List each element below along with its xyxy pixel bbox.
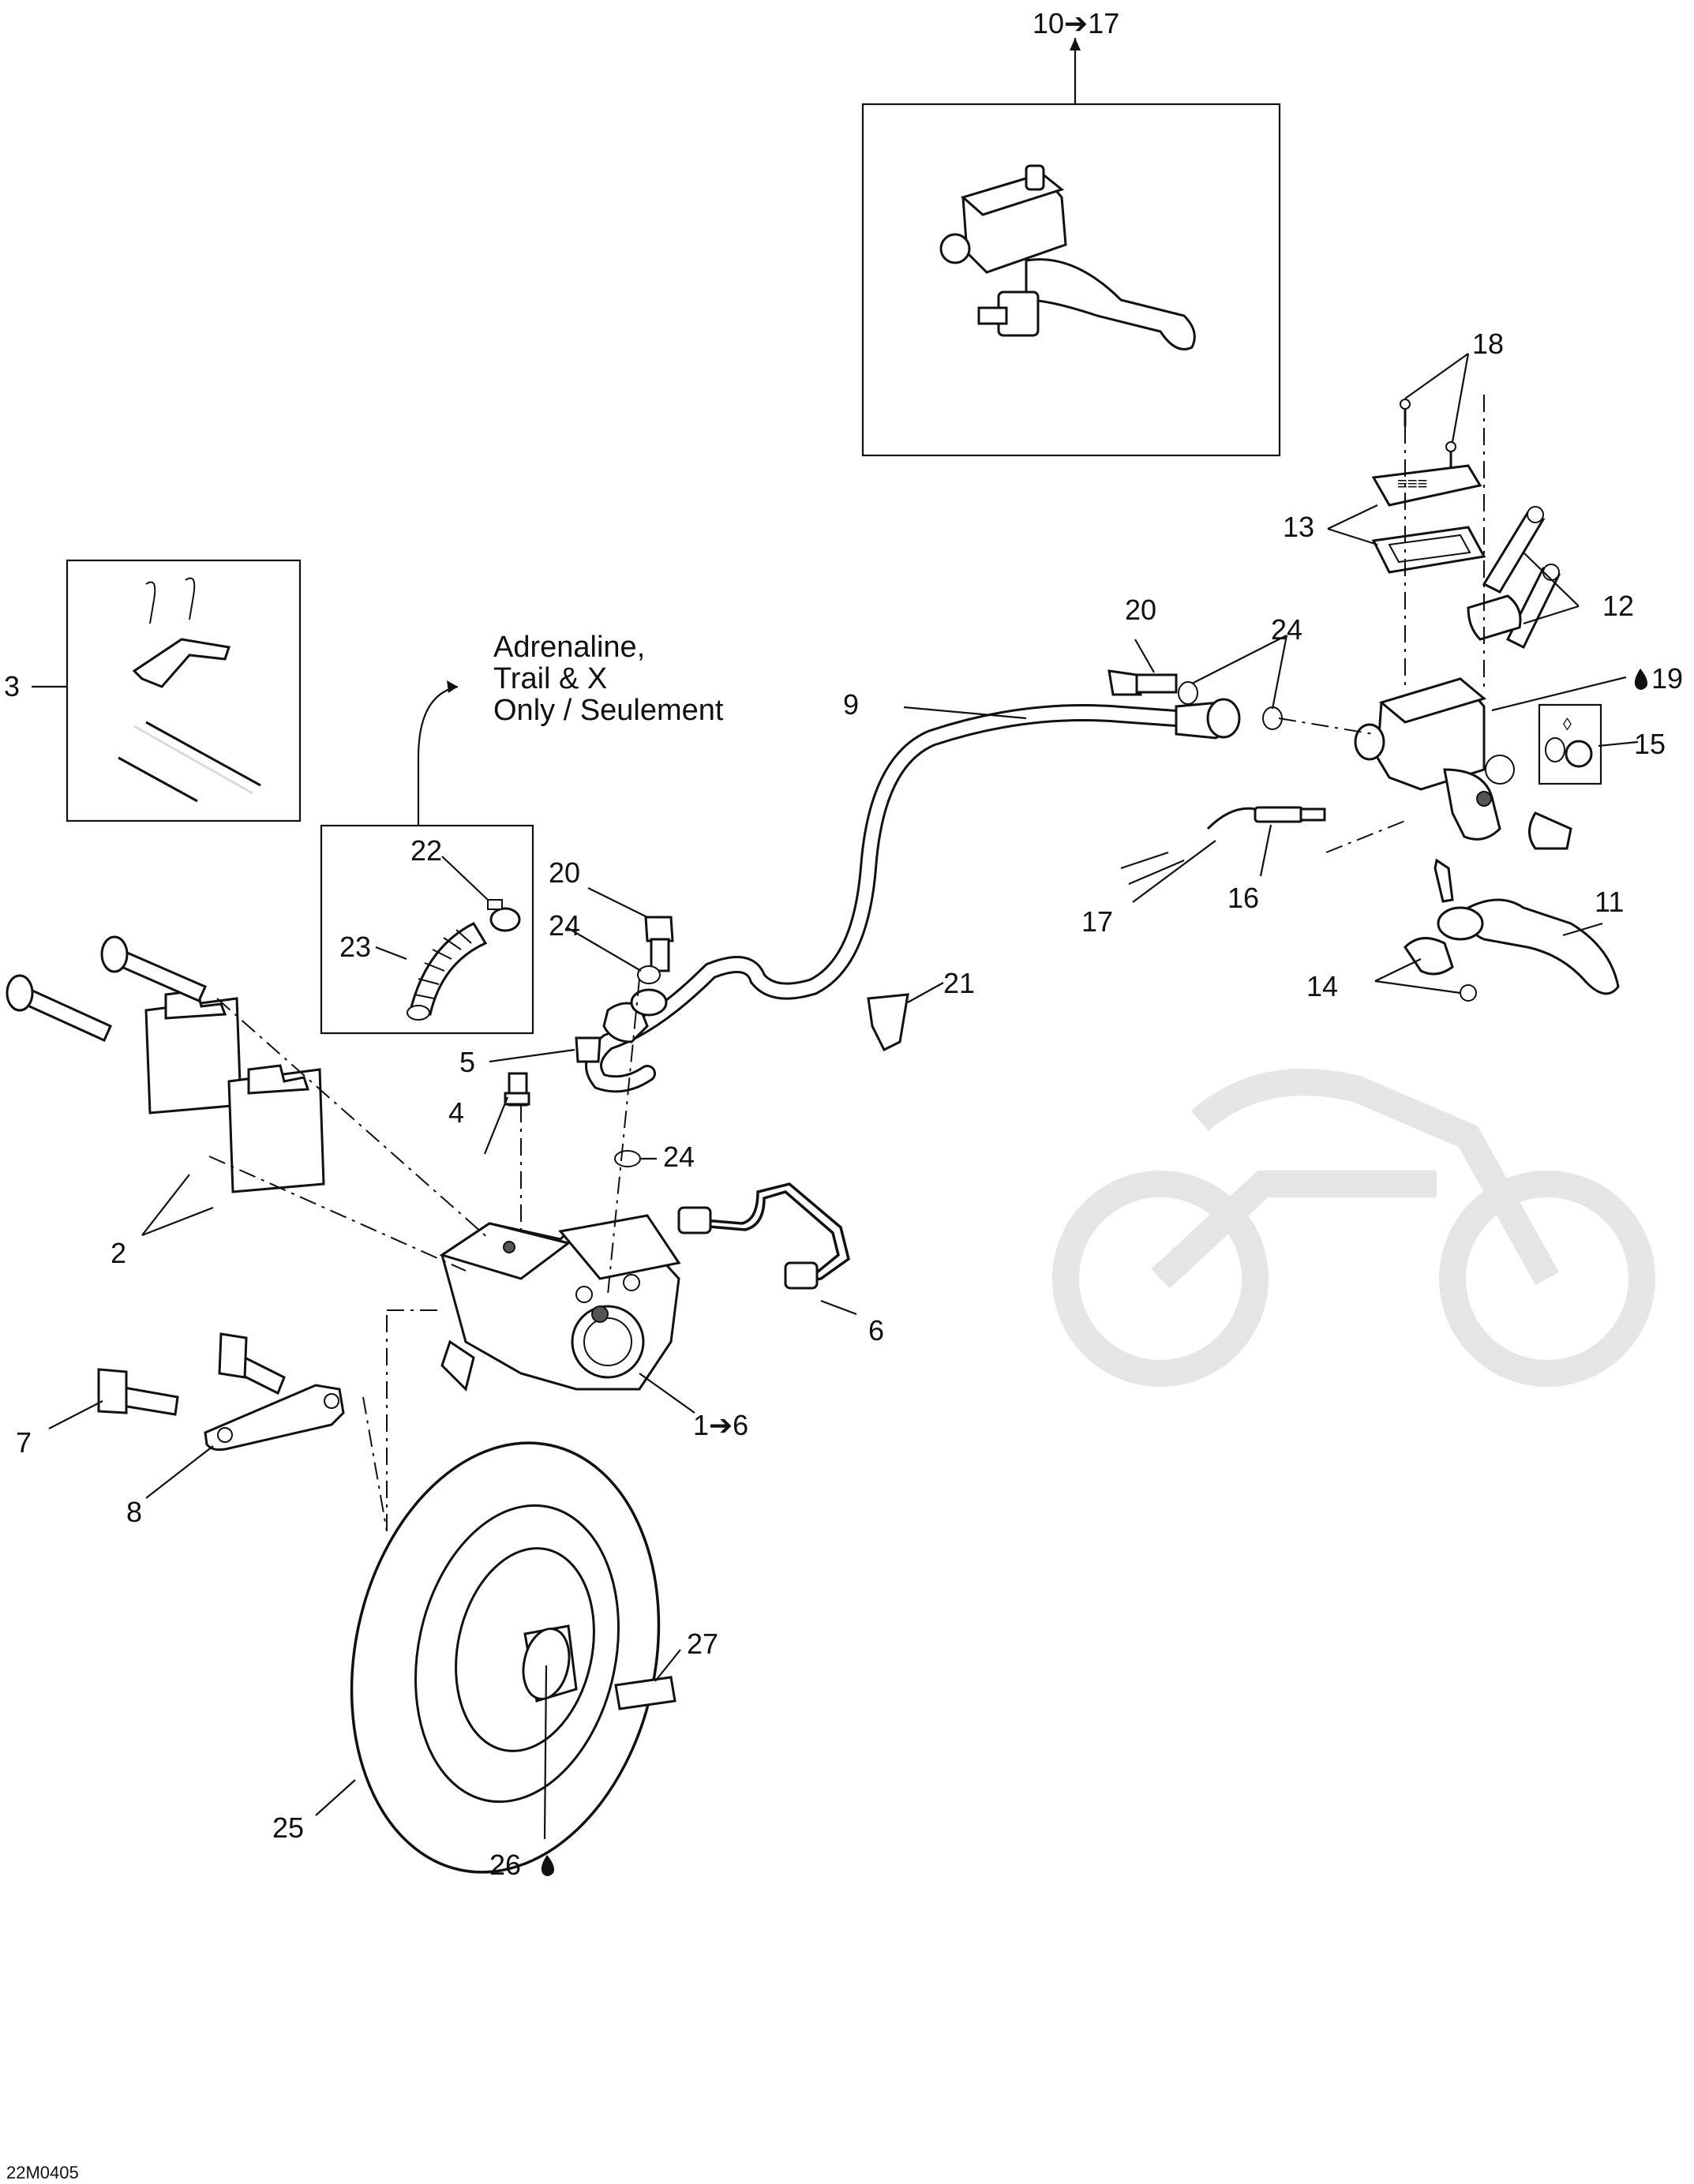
label-13: 13 — [1283, 511, 1314, 543]
tab-lock-8-icon — [204, 1384, 345, 1452]
label-21: 21 — [943, 967, 975, 999]
plug-mark: ◊ — [1563, 714, 1572, 734]
drawing-code: 22M0405 — [6, 2163, 79, 2182]
hose-clamp-icon — [487, 899, 521, 932]
master-cylinder-assembly-box — [861, 38, 1281, 457]
caliper-body-icon — [439, 1214, 681, 1392]
banjo-bolt-20-lower-icon — [614, 916, 674, 1167]
brake-disc-25-icon — [350, 1441, 661, 1874]
label-20-lower: 20 — [549, 856, 580, 889]
label-3: 3 — [4, 670, 20, 702]
reservoir-diaphragm-icon — [1371, 526, 1486, 574]
plug-15-icon: ◊ — [1538, 703, 1602, 785]
clamp-bolts-12-icon — [1467, 506, 1561, 650]
label-6: 6 — [868, 1314, 884, 1347]
label-14: 14 — [1306, 970, 1338, 1002]
oil-drop-icon — [541, 1855, 554, 1876]
label-2: 2 — [111, 1237, 126, 1269]
label-11: 11 — [1595, 886, 1624, 918]
watermark-motorcycle-icon — [1052, 1069, 1655, 1387]
leader-lines — [48, 353, 1639, 1840]
label-26: 26 — [489, 1849, 521, 1881]
label-25: 25 — [272, 1811, 304, 1844]
oil-drop-icon — [1634, 669, 1647, 690]
label-4: 4 — [448, 1096, 464, 1129]
master-cylinder-complete-icon — [939, 164, 1196, 350]
cover-screws-18-icon — [1400, 399, 1456, 467]
bleeder-cap-5-icon — [575, 1036, 602, 1063]
callout-labels: 10➔17 18 13 12 20 24 19 9 15 3 16 17 11 … — [4, 7, 1683, 1881]
watermark — [1052, 1069, 1655, 1387]
label-17: 17 — [1081, 905, 1113, 938]
label-18: 18 — [1472, 328, 1504, 360]
label-12: 12 — [1602, 590, 1634, 622]
boot-icon — [1528, 811, 1572, 850]
brake-lever-11-icon — [1404, 858, 1620, 1002]
bolt-7-icon — [97, 1332, 286, 1416]
cover-print: ≡≡≡ — [1397, 474, 1428, 493]
brake-switch-16-icon — [1120, 806, 1326, 886]
box-22-23-hose-clamp — [320, 680, 534, 1035]
label-19: 19 — [1651, 662, 1683, 695]
pad-pins-icon — [6, 935, 207, 1042]
label-27: 27 — [687, 1628, 718, 1660]
label-top-assembly: 10➔17 — [1033, 7, 1119, 39]
caliper-crossover-tube-6-icon — [677, 1182, 850, 1290]
brake-pads-2-icon — [144, 989, 325, 1193]
note-line-2: Trail & X — [493, 662, 607, 695]
model-note: Adrenaline, Trail & X Only / Seulement — [493, 631, 724, 727]
banjo-bolt-20-upper-icon — [1107, 669, 1283, 730]
label-9: 9 — [843, 688, 859, 721]
label-16: 16 — [1227, 882, 1259, 914]
label-8: 8 — [126, 1496, 142, 1528]
master-cylinder-body-icon — [1354, 677, 1515, 841]
vent-hose-icon — [407, 922, 488, 1021]
key-27-icon — [614, 1676, 676, 1710]
brake-line-9 — [585, 698, 1241, 1093]
bleeder-valve-4-icon — [504, 1072, 530, 1107]
label-7: 7 — [16, 1426, 32, 1459]
label-24-lower: 24 — [549, 909, 580, 942]
note-line-3: Only / Seulement — [493, 694, 724, 727]
label-1-to-6: 1➔6 — [693, 1409, 748, 1441]
label-23: 23 — [339, 931, 371, 963]
label-15: 15 — [1634, 728, 1666, 760]
label-24-upper: 24 — [1271, 613, 1302, 646]
reservoir-cover-icon: ≡≡≡ — [1371, 464, 1482, 507]
label-24-caliper: 24 — [663, 1141, 695, 1173]
label-5: 5 — [459, 1046, 475, 1078]
box-3-pad-pins — [32, 559, 302, 822]
label-22: 22 — [410, 834, 442, 867]
alignment-lines — [208, 395, 1485, 1532]
clip-21-icon — [867, 993, 909, 1052]
note-line-1: Adrenaline, — [493, 631, 645, 664]
label-20-upper: 20 — [1125, 594, 1156, 626]
